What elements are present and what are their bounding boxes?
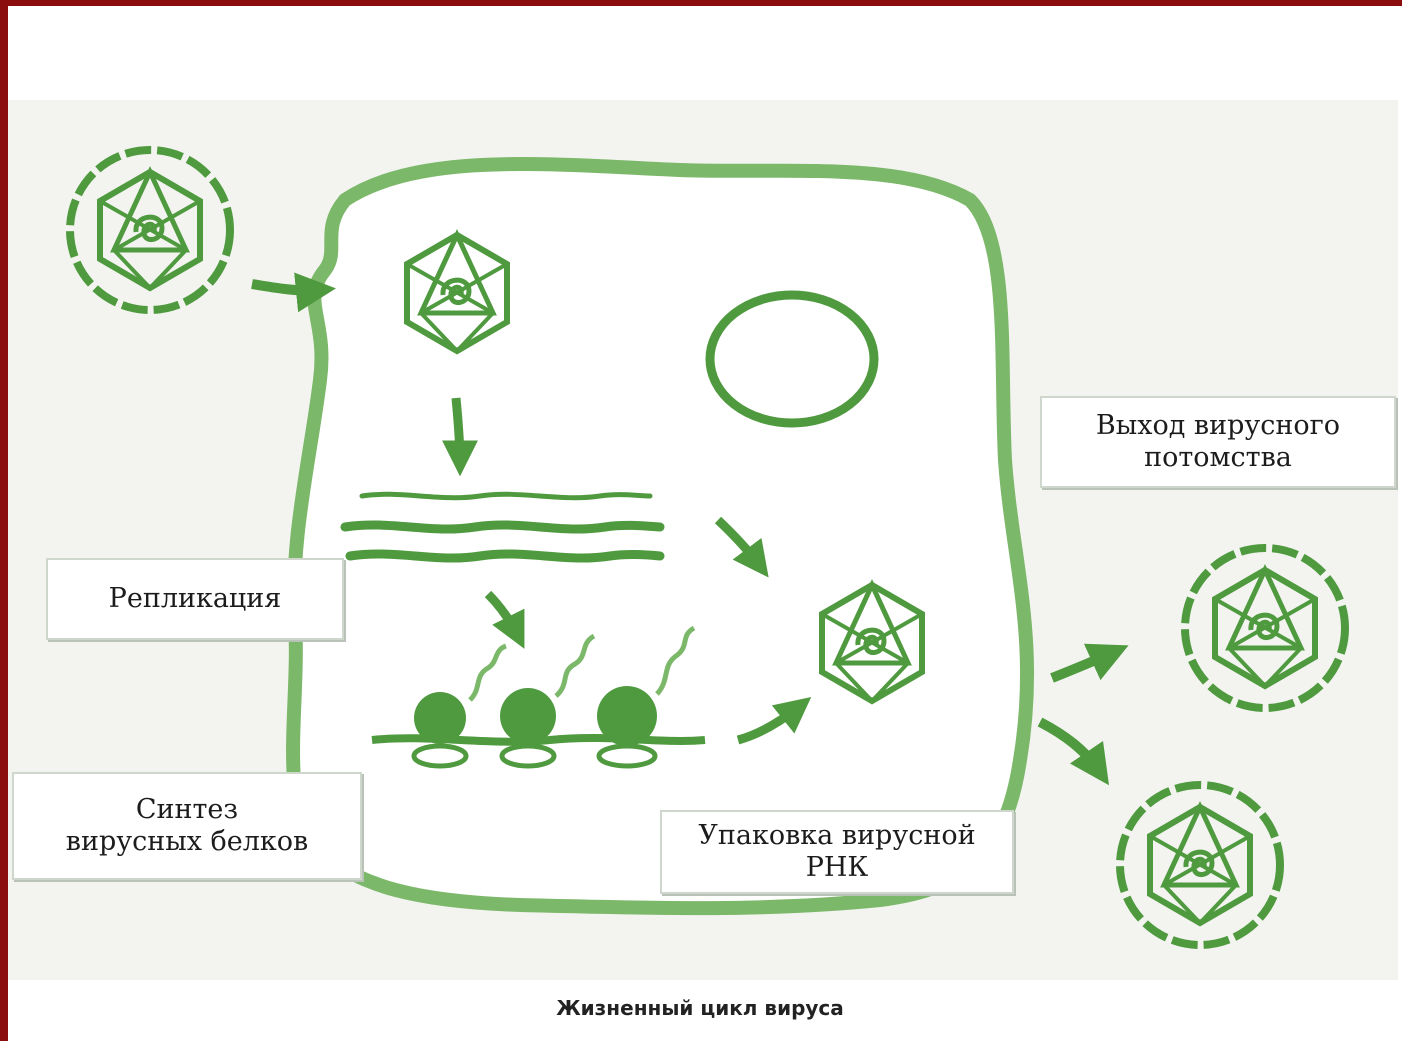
- arrow-release-lower: [1040, 722, 1100, 772]
- replication-label: Репликация: [46, 558, 344, 640]
- progeny-release-label: Выход вирусного потомства: [1040, 396, 1396, 488]
- progeny-virion-upper: [1185, 548, 1345, 708]
- rna-packaging-label: Упаковка вирусной РНК: [660, 810, 1014, 894]
- arrow-to-rna: [456, 398, 460, 462]
- diagram-caption: Жизненный цикл вируса: [400, 996, 1000, 1020]
- arrow-release-upper: [1052, 652, 1114, 678]
- nucleus: [710, 295, 874, 423]
- progeny-virion-lower: [1120, 785, 1280, 945]
- incoming-virion: [70, 150, 230, 310]
- host-cell-membrane: [293, 164, 1027, 908]
- protein-synthesis-label: Синтез вирусных белков: [12, 772, 362, 880]
